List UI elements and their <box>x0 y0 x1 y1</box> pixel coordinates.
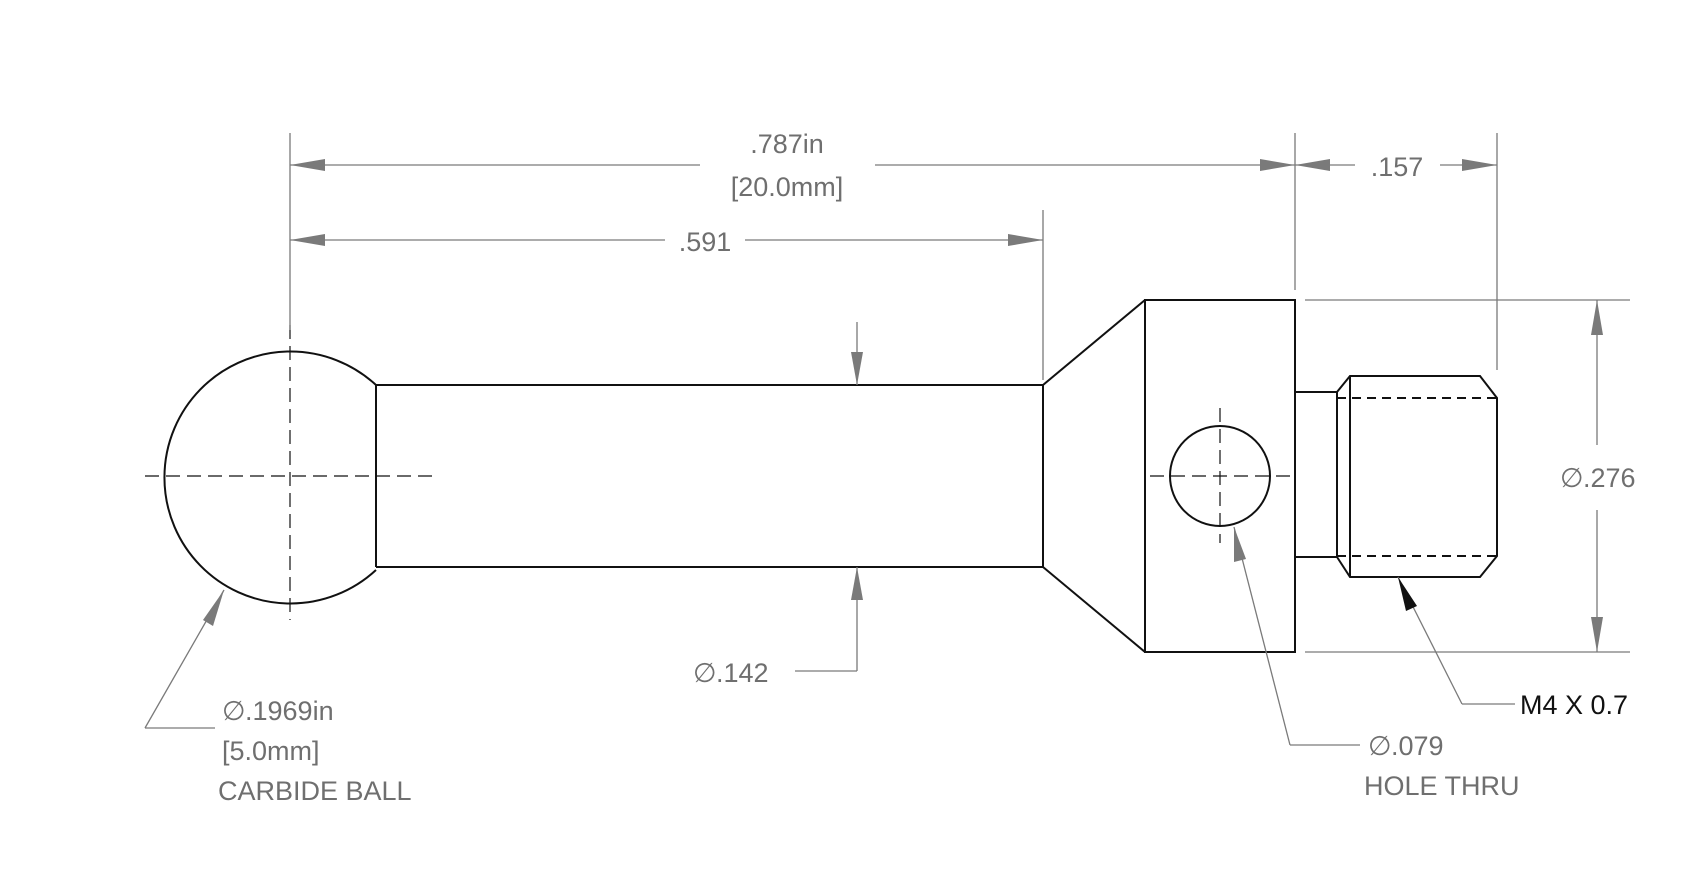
callout-carbide-ball: ∅ .1969in [5.0mm] CARBIDE BALL <box>144 589 412 806</box>
dimension-stem-length: .591 <box>290 210 1044 380</box>
overall-arrow-right <box>1260 159 1295 171</box>
stem-diameter-label: .142 <box>716 658 769 688</box>
hole-diameter-label: .079 <box>1391 731 1444 761</box>
taper-top <box>1042 299 1146 386</box>
dimension-thread-length: .157 <box>1295 133 1498 370</box>
body-arrow-top <box>1591 300 1603 335</box>
part-outline <box>163 299 1498 653</box>
callout-thread: M4 X 0.7 <box>1397 576 1628 720</box>
stem-arrow-left <box>290 234 325 246</box>
stem-dia-arrow-top <box>851 352 863 385</box>
stem-arrow-right <box>1008 234 1043 246</box>
overall-length-mm-label: [20.0mm] <box>731 172 844 202</box>
body-arrow-bottom <box>1591 617 1603 652</box>
carbide-ball-label: CARBIDE BALL <box>218 776 412 806</box>
stem-length-label: .591 <box>679 227 732 257</box>
body-diameter-symbol: ∅ <box>1560 463 1584 493</box>
overall-arrow-left <box>290 159 325 171</box>
carbide-ball <box>163 350 377 605</box>
thread-arrow-left <box>1295 159 1330 171</box>
thread-neck <box>1294 391 1338 558</box>
dimension-body-diameter: ∅ .276 <box>1305 299 1636 653</box>
body-diameter-label: .276 <box>1583 463 1636 493</box>
ball-diameter-symbol: ∅ <box>222 696 246 726</box>
hole-thru-label: HOLE THRU <box>1364 771 1520 801</box>
hole-diameter-symbol: ∅ <box>1368 731 1392 761</box>
taper-bottom <box>1042 566 1146 653</box>
stem-diameter-symbol: ∅ <box>693 658 717 688</box>
overall-length-in-label: .787in <box>750 129 824 159</box>
dimension-stem-diameter: ∅ .142 <box>693 322 863 688</box>
center-lines <box>145 325 1290 620</box>
callout-hole-thru: ∅ .079 HOLE THRU <box>1233 526 1520 801</box>
hole-leader <box>1233 526 1291 746</box>
ball-diameter-mm-label: [5.0mm] <box>222 736 320 766</box>
thread-spec-label: M4 X 0.7 <box>1520 690 1628 720</box>
dimension-overall-length: .787in [20.0mm] <box>289 129 1296 330</box>
ball-diameter-in-label: .1969in <box>245 696 334 726</box>
threaded-end <box>1336 375 1498 578</box>
hole-leader-arrow <box>1234 527 1246 562</box>
ball-leader-arrow <box>203 590 224 626</box>
stem-dia-arrow-bottom <box>851 567 863 600</box>
thread-length-label: .157 <box>1371 152 1424 182</box>
thread-arrow-right <box>1462 159 1497 171</box>
thread-leader-arrow <box>1398 577 1417 611</box>
